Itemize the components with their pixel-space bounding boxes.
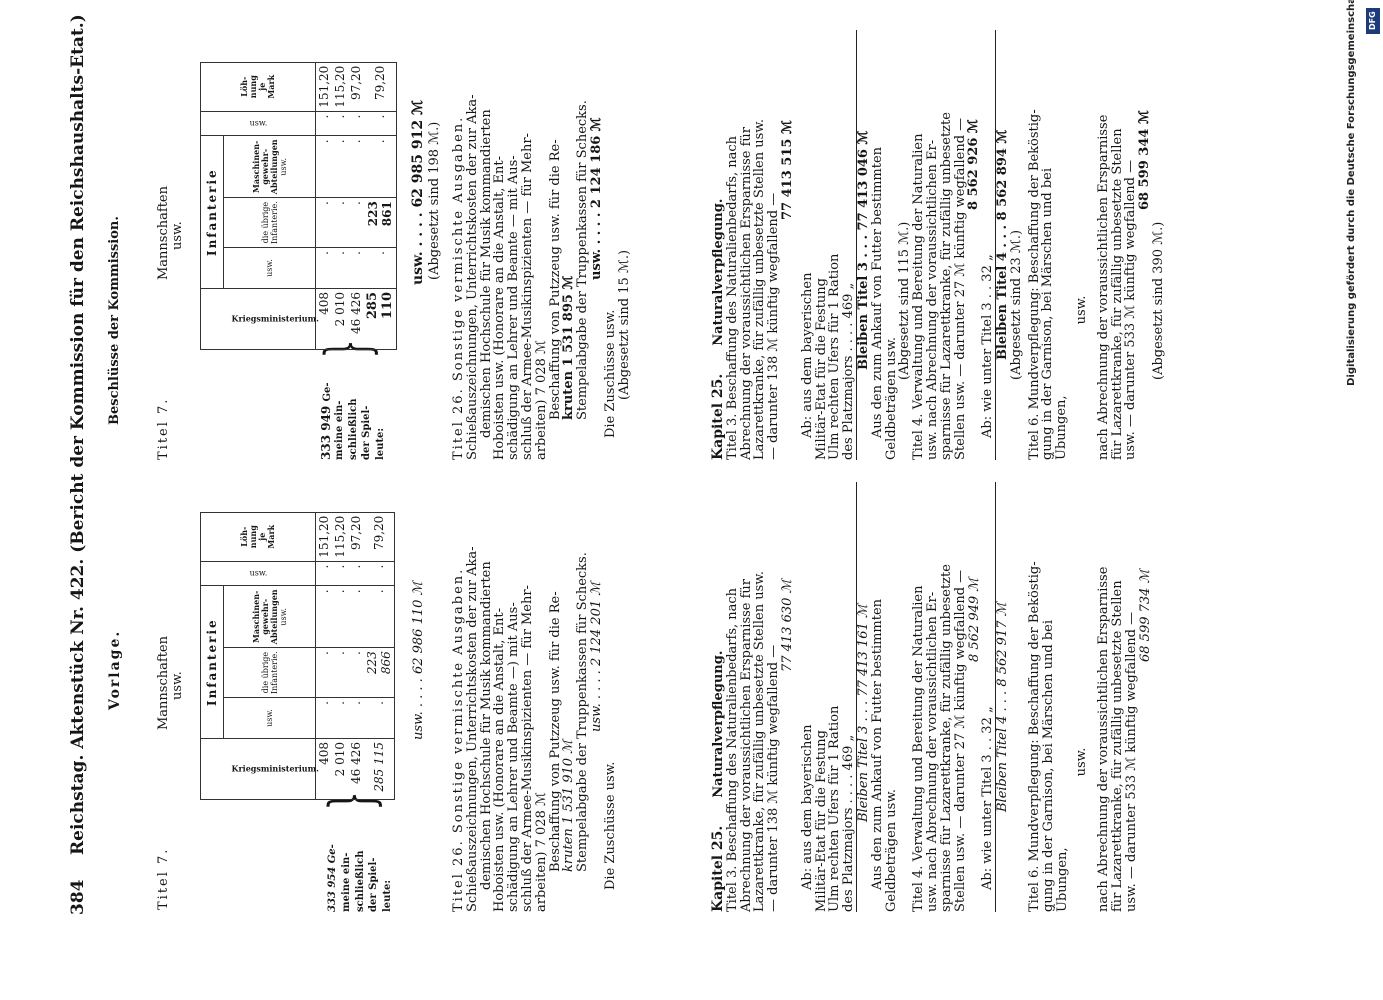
left-titel7-desc-2: usw. (170, 671, 185, 700)
running-title: Reichstag. Aktenstück Nr. 422. (Bericht … (68, 14, 88, 855)
left-loehnung-1: 151,20 (315, 512, 332, 562)
right-uebrige-value: 223 861 (364, 197, 397, 248)
right-titel7-desc-2: usw. (170, 221, 185, 250)
right-titel7-label: Titel 7. (156, 397, 171, 460)
right-col-loehnung: Löh- nung je Mark (200, 62, 316, 112)
right-loehnung-3: 97,20 (348, 62, 364, 112)
right-titel26: Titel 26. Sonstige vermischte Ausgaben. … (451, 94, 632, 460)
right-col-usw: usw. (223, 247, 316, 289)
left-loehnung-4: 79,20 (364, 512, 395, 562)
dfg-logo-icon: DFG (1366, 8, 1380, 34)
left-titel7-label: Titel 7. (156, 847, 171, 910)
left-sum-label: 333 954 Ge- meine ein- schließlich der S… (327, 844, 394, 912)
left-loehnung-2: 115,20 (332, 512, 348, 562)
left-titel7-desc-1: Mannschaften (156, 636, 171, 730)
left-table: Kriegsministerium. Infanterie usw. Löh- … (200, 512, 395, 800)
left-km-4: 285 115 (364, 738, 395, 800)
page-number: 384 (68, 879, 88, 916)
left-col-loehnung: Löh- nung je Mark (200, 512, 316, 562)
left-col-usw2: usw. (200, 561, 316, 586)
right-kapitel25: Kapitel 25.Naturalverpflegung. Titel 3. … (710, 30, 1166, 460)
left-col-uebrige: die übrige Infanterie. (223, 647, 316, 698)
left-col-kriegsministerium: Kriegsministerium. (200, 738, 318, 800)
right-table: Kriegsministerium. Infanterie usw. Löh- … (200, 62, 397, 350)
right-col-maschinen: Maschinen- gewehr- Abteilungen usw. (223, 135, 316, 198)
left-km-2: 2 010 (332, 738, 348, 800)
beschluesse-heading: Beschlüsse der Kommission. (107, 216, 122, 425)
right-loehnung-1: 151,20 (315, 62, 332, 112)
right-group-infanterie: Infanterie (200, 135, 224, 289)
vorlage-heading: Vorlage. (107, 629, 123, 710)
left-titel26: Titel 26. Sonstige vermischte Ausgaben. … (451, 546, 618, 912)
right-col-kriegsministerium: Kriegsministerium. (200, 288, 318, 350)
right-titel7-total: usw. . . . . 62 985 912 ℳ (410, 100, 426, 285)
left-group-infanterie: Infanterie (200, 585, 224, 739)
left-uebrige-value: 223 866 (364, 647, 395, 698)
left-kapitel25: Kapitel 25.Naturalverpflegung. Titel 3. … (710, 482, 1153, 912)
right-titel7-desc-1: Mannschaften (156, 186, 171, 280)
left-col-maschinen: Maschinen- gewehr- Abteilungen usw. (223, 585, 316, 648)
right-km-2: 2 010 (332, 288, 348, 350)
right-col-usw2: usw. (200, 111, 316, 136)
right-col-uebrige: die übrige Infanterie. (223, 197, 316, 248)
right-sum-label: 333 949 Ge- meine ein- schließlich der S… (319, 382, 387, 460)
left-titel7-total: usw. . . . . 62 986 110 ℳ (411, 581, 426, 740)
left-col-usw: usw. (223, 697, 316, 739)
right-titel7-abgesetzt: (Abgesetzt sind 198 ℳ.) (427, 121, 442, 280)
left-loehnung-3: 97,20 (348, 512, 364, 562)
right-loehnung-2: 115,20 (332, 62, 348, 112)
digitization-credit: Digitalisierung gefördert durch die Deut… (1346, 0, 1357, 386)
right-loehnung-4: 79,20 (364, 62, 397, 112)
left-km-3: 46 426 (348, 738, 364, 800)
right-km-4: 285 110 (364, 288, 397, 350)
right-km-3: 46 426 (348, 288, 364, 350)
